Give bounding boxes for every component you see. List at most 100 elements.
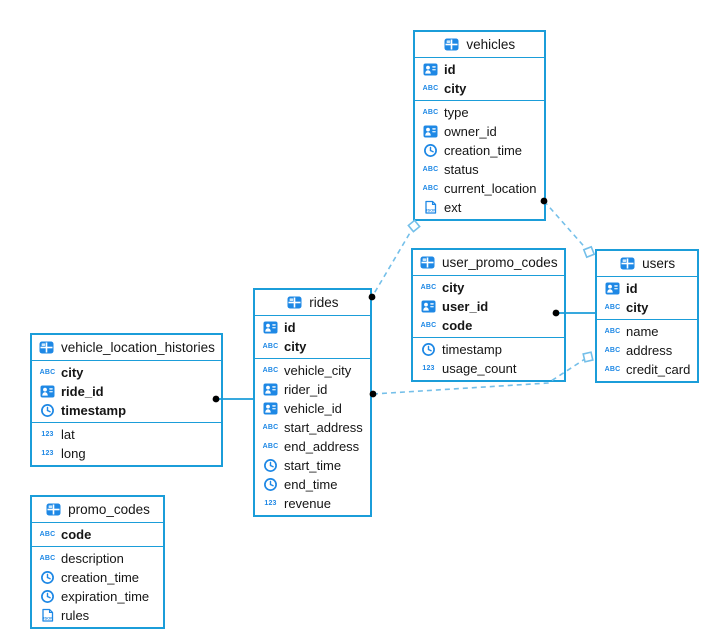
string-type-icon: ABC	[262, 443, 279, 450]
column-type-icon-wrap	[262, 382, 279, 397]
column-name: timestamp	[442, 342, 502, 357]
column-row-id: id	[255, 318, 370, 337]
table-icon-wrap	[286, 295, 303, 310]
column-name: rider_id	[284, 382, 328, 397]
relation-vehicles-users-end-square-endpoint	[582, 245, 596, 259]
timestamp-type-icon	[41, 571, 54, 584]
table-icon	[39, 341, 54, 354]
column-type-icon-wrap	[39, 384, 56, 399]
column-row-user_id: user_id	[413, 297, 564, 316]
string-type-icon: ABC	[420, 322, 437, 329]
timestamp-type-icon	[422, 343, 435, 356]
table-title: vehicle_location_histories	[61, 340, 215, 355]
id-type-icon	[263, 321, 278, 334]
column-row-id: id	[415, 60, 544, 79]
id-type-icon	[263, 402, 278, 415]
column-name: creation_time	[61, 570, 140, 585]
table-icon-wrap	[619, 256, 636, 271]
relation-vehicles-rides-start-square-endpoint	[407, 219, 421, 233]
id-type-icon	[605, 282, 620, 295]
number-type-icon: 123	[41, 450, 54, 457]
column-type-icon-wrap: ABC	[262, 367, 279, 374]
column-row-creation_time: creation_time	[415, 141, 544, 160]
column-name: city	[626, 300, 649, 315]
table-header[interactable]: promo_codes	[32, 497, 163, 523]
column-name: city	[284, 339, 307, 354]
column-name: status	[444, 162, 479, 177]
table-icon	[444, 38, 459, 51]
column-name: start_address	[284, 420, 363, 435]
column-type-icon-wrap: ABC	[39, 369, 56, 376]
column-name: ext	[444, 200, 462, 215]
string-type-icon: ABC	[39, 531, 56, 538]
column-row-city: ABC city	[255, 337, 370, 356]
column-name: code	[61, 527, 92, 542]
column-name: revenue	[284, 496, 331, 511]
table-title: rides	[309, 295, 339, 310]
table-header[interactable]: users	[597, 251, 698, 277]
id-type-icon	[423, 125, 438, 138]
table-header[interactable]: vehicle_location_histories	[32, 335, 221, 361]
string-type-icon: ABC	[262, 367, 279, 374]
column-type-icon-wrap: ABC	[422, 109, 439, 116]
column-name: name	[626, 324, 659, 339]
svg-text:JSON: JSON	[425, 208, 436, 213]
timestamp-type-icon	[41, 404, 54, 417]
column-name: long	[61, 446, 86, 461]
table-icon	[46, 503, 61, 516]
column-row-long: 123 long	[32, 444, 221, 463]
columns-section: timestamp 123 usage_count	[413, 338, 564, 380]
column-row-vehicle_city: ABC vehicle_city	[255, 361, 370, 380]
table-header[interactable]: user_promo_codes	[413, 250, 564, 276]
column-type-icon-wrap	[420, 342, 437, 357]
table-header[interactable]: rides	[255, 290, 370, 316]
json-type-icon: JSON	[425, 200, 436, 214]
primary-key-section: ABC code	[32, 523, 163, 547]
column-type-icon-wrap: ABC	[604, 304, 621, 311]
column-row-vehicle_id: vehicle_id	[255, 399, 370, 418]
column-type-icon-wrap	[422, 62, 439, 77]
relation-vehicles-rides-line	[371, 225, 415, 298]
table-title: user_promo_codes	[442, 255, 558, 270]
column-name: expiration_time	[61, 589, 150, 604]
column-type-icon-wrap: 123	[39, 431, 56, 438]
column-name: id	[626, 281, 638, 296]
column-type-icon-wrap	[39, 403, 56, 418]
string-type-icon: ABC	[420, 284, 437, 291]
column-type-icon-wrap: ABC	[420, 322, 437, 329]
column-type-icon-wrap	[262, 320, 279, 335]
timestamp-type-icon	[41, 590, 54, 603]
column-name: ride_id	[61, 384, 104, 399]
column-type-icon-wrap: ABC	[604, 366, 621, 373]
column-row-ext: JSON ext	[415, 198, 544, 217]
column-name: vehicle_city	[284, 363, 352, 378]
column-type-icon-wrap	[39, 570, 56, 585]
column-type-icon-wrap	[422, 143, 439, 158]
string-type-icon: ABC	[262, 343, 279, 350]
number-type-icon: 123	[41, 431, 54, 438]
column-name: usage_count	[442, 361, 517, 376]
string-type-icon: ABC	[604, 304, 621, 311]
column-name: description	[61, 551, 124, 566]
table-header[interactable]: vehicles	[415, 32, 544, 58]
number-type-icon: 123	[264, 500, 277, 507]
column-type-icon-wrap: 123	[420, 365, 437, 372]
id-type-icon	[263, 383, 278, 396]
column-type-icon-wrap	[262, 401, 279, 416]
column-name: id	[444, 62, 456, 77]
column-type-icon-wrap: ABC	[422, 85, 439, 92]
